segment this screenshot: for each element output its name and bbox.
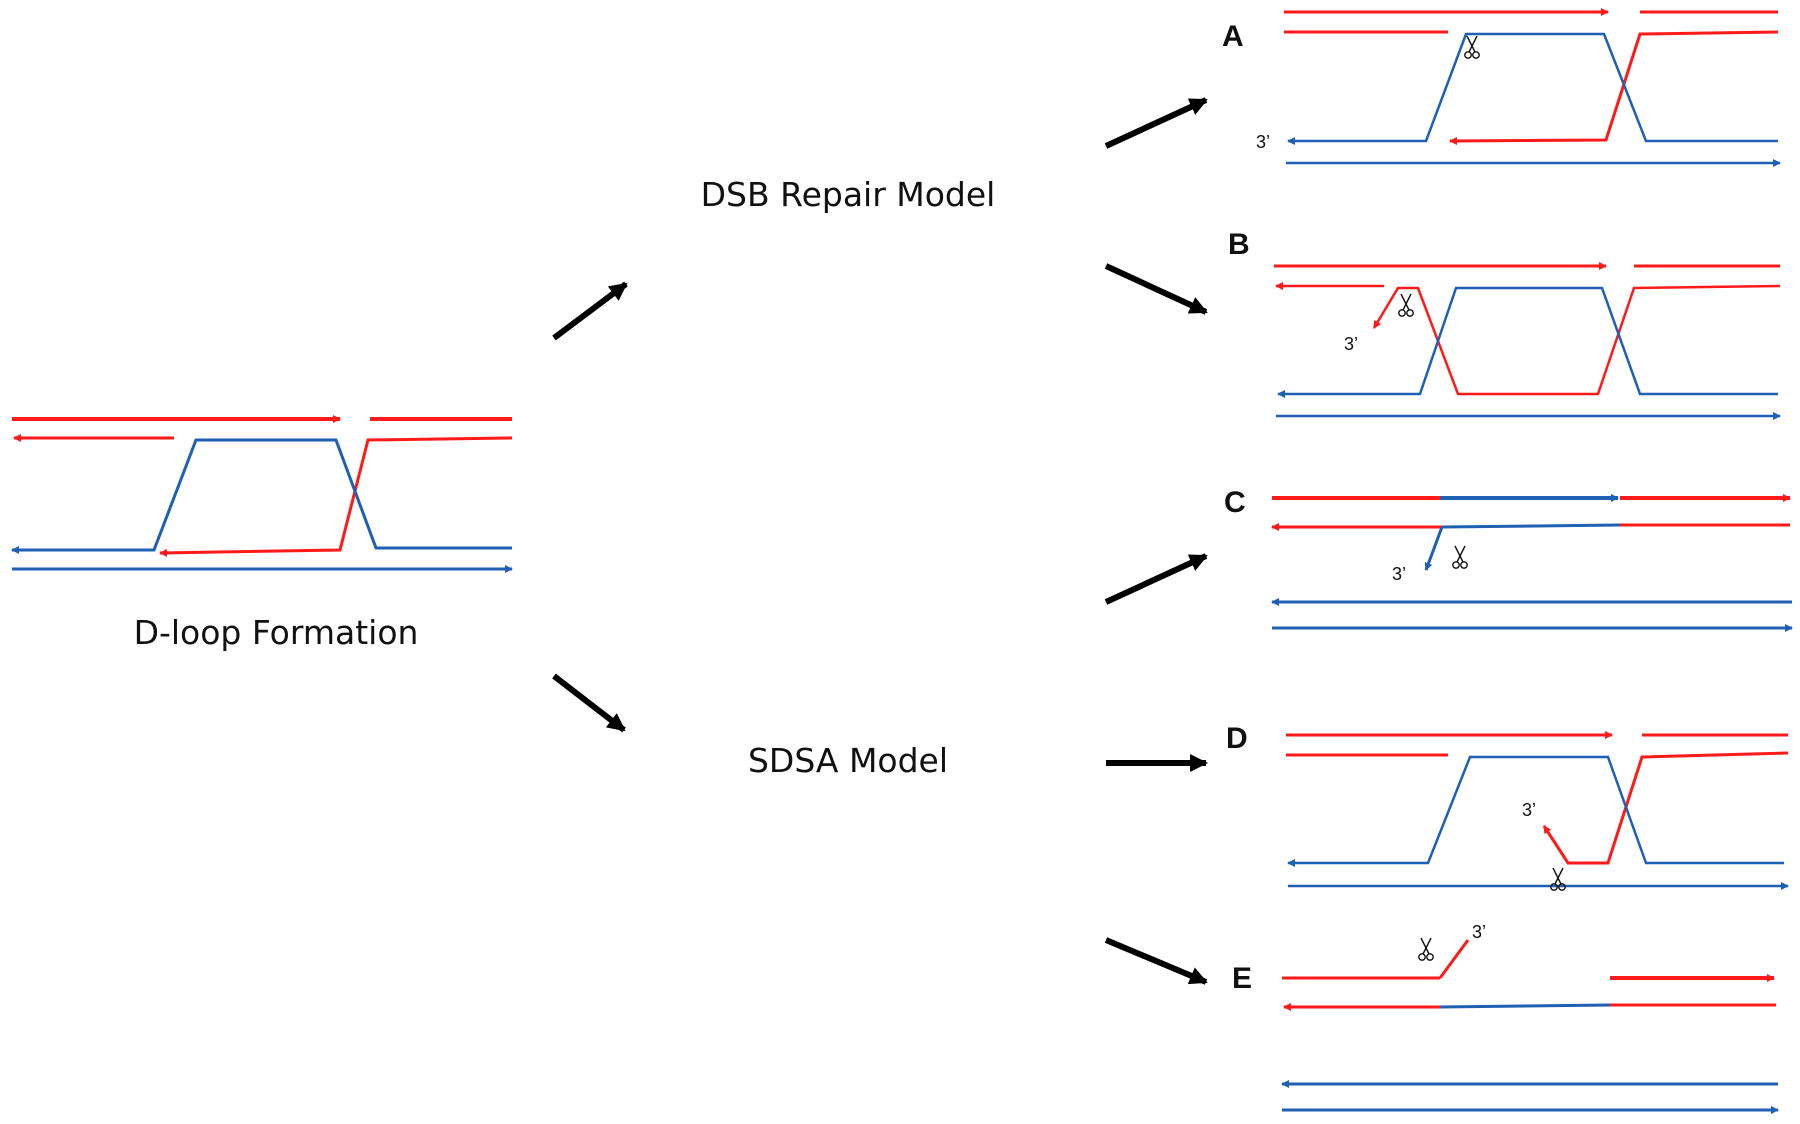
panel-e [1281, 937, 1779, 1114]
panel-a-3prime: 3’ [1256, 132, 1270, 152]
panel-c [1271, 494, 1793, 632]
scissors-icon [1464, 35, 1480, 59]
arrow-to-e [1104, 937, 1208, 985]
panel-a-label: A [1222, 20, 1244, 53]
panel-b [1274, 262, 1781, 420]
panel-d-label: D [1226, 722, 1248, 755]
arrow-to-c [1104, 553, 1208, 605]
arrow-to-dsb [552, 281, 628, 341]
dsb-model-caption: DSB Repair Model [701, 175, 996, 214]
panel-d-3prime: 3’ [1522, 800, 1536, 820]
scissors-icon [1398, 293, 1414, 317]
panel-c-3prime: 3’ [1392, 564, 1406, 584]
panel-b-3prime: 3’ [1344, 334, 1358, 354]
sdsa-model-caption: SDSA Model [748, 741, 948, 780]
dloop-figure [11, 415, 513, 573]
arrow-to-a [1104, 97, 1208, 149]
panel-a [1284, 8, 1781, 167]
panel-b-label: B [1228, 228, 1250, 261]
arrow-to-b [1104, 263, 1208, 315]
panel-e-label: E [1232, 962, 1252, 995]
panel-c-label: C [1224, 486, 1246, 519]
scissors-icon [1452, 545, 1468, 569]
panel-e-3prime: 3’ [1472, 922, 1486, 942]
arrow-to-sdsa [552, 673, 626, 733]
dloop-caption: D-loop Formation [134, 613, 419, 652]
arrow-icon [552, 97, 1208, 985]
scissors-icon [1418, 937, 1434, 961]
panel-d [1286, 731, 1789, 891]
